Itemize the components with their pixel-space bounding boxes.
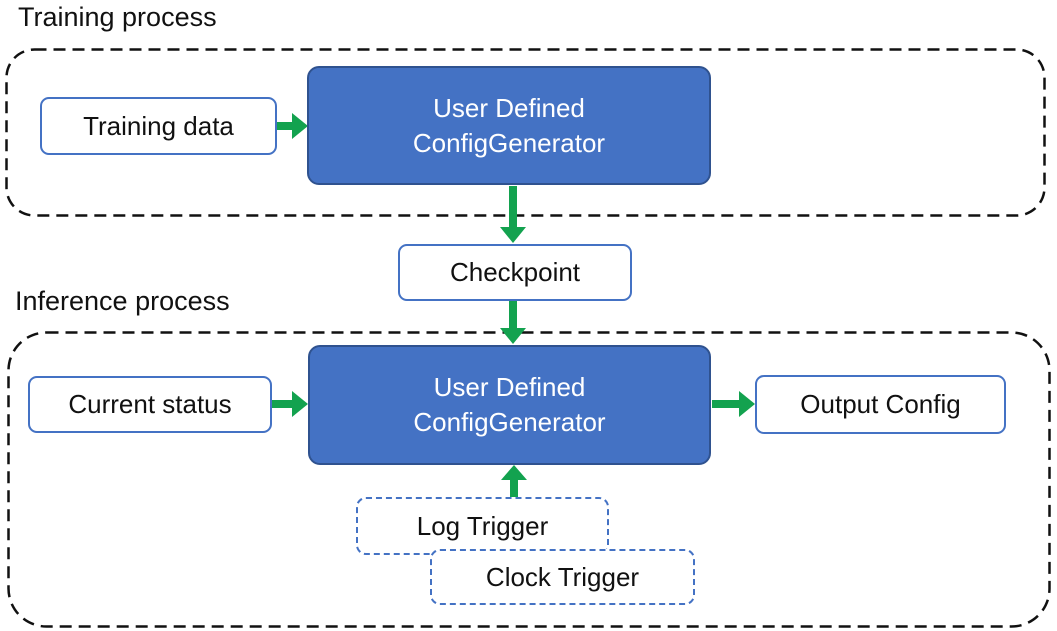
training-data-label: Training data bbox=[83, 110, 234, 141]
clock-trigger-box: Clock Trigger bbox=[430, 549, 695, 605]
inference-process-label: Inference process bbox=[15, 286, 230, 316]
checkpoint-label: Checkpoint bbox=[449, 257, 581, 287]
arrow-checkpoint-to-inference-icon bbox=[500, 300, 526, 344]
arrow-training-data-to-generator-icon bbox=[274, 113, 308, 139]
training-process-label: Training process bbox=[18, 2, 217, 32]
log-trigger-box: Log Trigger bbox=[356, 497, 609, 555]
output-config-box: Output Config bbox=[755, 375, 1006, 434]
training-config-generator-line1: User Defined bbox=[433, 92, 585, 123]
arrow-generator-to-output-icon bbox=[712, 391, 755, 417]
training-config-generator-box: User Defined ConfigGenerator bbox=[307, 66, 711, 185]
arrow-generator-to-checkpoint-icon bbox=[500, 186, 526, 243]
inference-config-generator-line2: ConfigGenerator bbox=[413, 407, 606, 437]
training-config-generator-line2: ConfigGenerator bbox=[412, 127, 606, 158]
log-trigger-label: Log Trigger bbox=[416, 510, 549, 541]
inference-process-container bbox=[7, 331, 1051, 628]
arrow-current-status-to-generator-icon bbox=[272, 391, 308, 417]
checkpoint-box: Checkpoint bbox=[398, 244, 632, 301]
inference-config-generator-line1: User Defined bbox=[433, 372, 586, 402]
arrow-trigger-to-generator-icon bbox=[501, 465, 527, 498]
current-status-box: Current status bbox=[28, 376, 272, 433]
inference-config-generator-box: User Defined ConfigGenerator bbox=[308, 345, 711, 465]
current-status-label: Current status bbox=[68, 389, 232, 419]
training-data-box: Training data bbox=[40, 97, 277, 155]
output-config-label: Output Config bbox=[800, 389, 961, 419]
clock-trigger-label: Clock Trigger bbox=[485, 561, 640, 592]
